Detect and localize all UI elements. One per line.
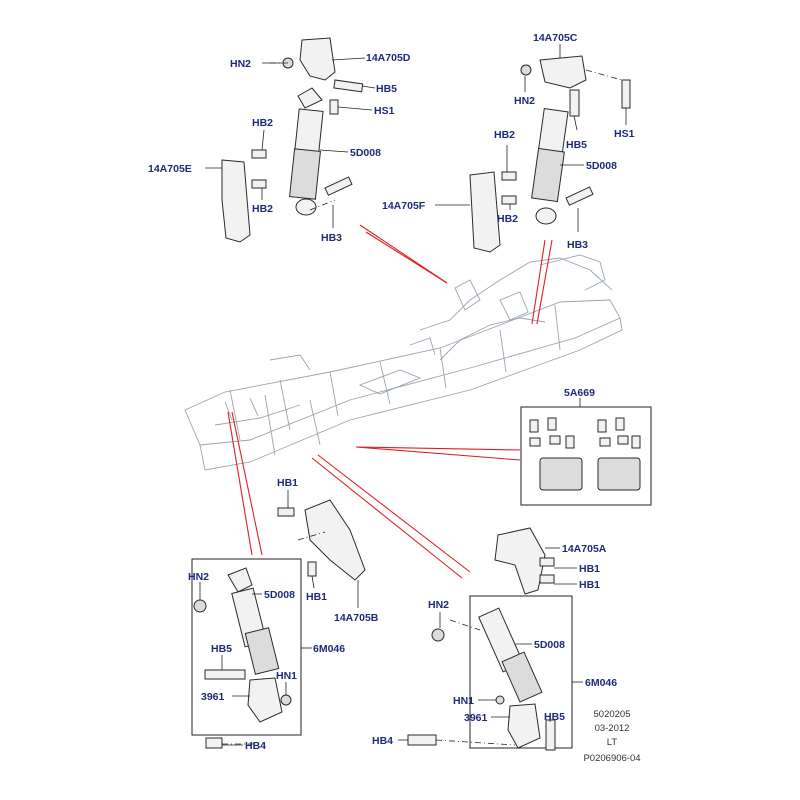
label-hb2: HB2 xyxy=(252,203,273,215)
label-14a705c: 14A705C xyxy=(533,32,578,44)
bolt-hb3 xyxy=(324,176,353,196)
bracket-14a705a xyxy=(494,527,546,595)
screw-hs1 xyxy=(329,99,339,115)
nut-hn2 xyxy=(431,628,445,642)
label-6m046: 6M046 xyxy=(585,677,617,689)
label-hn2: HN2 xyxy=(230,58,251,70)
top-right-shock-assembly xyxy=(469,55,631,253)
label-14a705f: 14A705F xyxy=(382,200,426,212)
screw-hs1 xyxy=(621,79,631,109)
label-hb4: HB4 xyxy=(372,735,393,747)
bolt-hb1-a xyxy=(277,507,295,517)
drawing-meta: 5020205 03-2012 LT P0206906-04 xyxy=(583,709,640,764)
bolt-hb5 xyxy=(204,669,246,680)
callout-lines xyxy=(227,224,553,579)
chassis-frame xyxy=(184,254,623,471)
bracket-14a705f xyxy=(469,171,501,253)
bolt-hb2-b xyxy=(251,179,267,189)
label-3961: 3961 xyxy=(201,691,225,703)
bracket-14a705d xyxy=(299,37,336,81)
label-14a705b: 14A705B xyxy=(334,612,379,624)
label-hn2: HN2 xyxy=(514,95,535,107)
part-labels: HN2 14A705D HB5 HS1 HB2 14A705E 5D008 HB… xyxy=(148,32,635,752)
label-5d008: 5D008 xyxy=(264,589,295,601)
bracket-14a705b xyxy=(304,499,366,581)
bracket-14a705c xyxy=(539,55,587,89)
label-hs1: HS1 xyxy=(374,105,395,117)
label-hb5: HB5 xyxy=(544,711,565,723)
label-3961: 3961 xyxy=(464,712,488,724)
label-hb5: HB5 xyxy=(376,83,397,95)
bolt-hb5 xyxy=(569,89,580,117)
mid-bracket-assembly xyxy=(277,499,366,581)
bolt-hb2-a xyxy=(501,171,517,181)
nut-hn1 xyxy=(495,695,505,705)
label-hb2: HB2 xyxy=(494,129,515,141)
label-5d008: 5D008 xyxy=(534,639,565,651)
bracket-3961 xyxy=(247,677,283,723)
bottom-left-shock-assembly xyxy=(191,558,302,749)
bolt-hb5 xyxy=(333,79,364,93)
bolt-hb1-b xyxy=(307,561,317,577)
bolt-hb1-a xyxy=(539,557,555,567)
label-hn1: HN1 xyxy=(276,670,297,682)
label-6m046: 6M046 xyxy=(313,643,345,655)
nut-hn1 xyxy=(280,694,292,706)
bolt-hb1-b xyxy=(539,574,555,584)
drawing-code: 5020205 xyxy=(594,709,631,720)
label-hb5: HB5 xyxy=(211,643,232,655)
label-hb4: HB4 xyxy=(245,740,266,752)
label-14a705d: 14A705D xyxy=(366,52,411,64)
label-hb2: HB2 xyxy=(497,213,518,225)
label-5a669: 5A669 xyxy=(564,387,595,399)
label-hb1: HB1 xyxy=(277,477,298,489)
bolt-hb3 xyxy=(565,186,594,206)
label-14a705a: 14A705A xyxy=(562,543,607,555)
bolt-hb2-a xyxy=(251,149,267,159)
bolt-hb4 xyxy=(205,737,223,749)
drawing-date: 03-2012 xyxy=(595,723,630,734)
bolt-hb4 xyxy=(407,734,437,746)
bracket-3961 xyxy=(507,703,541,749)
nut-hn2 xyxy=(193,599,207,613)
label-hn2: HN2 xyxy=(188,571,209,583)
leader-lines xyxy=(199,44,627,746)
bracket-14a705e xyxy=(221,159,251,243)
label-hn1: HN1 xyxy=(453,695,474,707)
label-hb1: HB1 xyxy=(579,563,600,575)
bottom-right-shock-assembly xyxy=(407,527,573,751)
nut-hn2 xyxy=(520,64,532,76)
label-5d008: 5D008 xyxy=(586,160,617,172)
label-hb1: HB1 xyxy=(306,591,327,603)
label-hb5: HB5 xyxy=(566,139,587,151)
label-14a705e: 14A705E xyxy=(148,163,192,175)
bump-stop-right xyxy=(597,457,641,491)
label-5d008: 5D008 xyxy=(350,147,381,159)
label-hb2: HB2 xyxy=(252,117,273,129)
label-hn2: HN2 xyxy=(428,599,449,611)
label-hb3: HB3 xyxy=(321,232,342,244)
label-hb3: HB3 xyxy=(567,239,588,251)
bolt-hb2-b xyxy=(501,195,517,205)
top-left-shock-assembly xyxy=(221,37,364,243)
label-hb1: HB1 xyxy=(579,579,600,591)
bump-stop-left xyxy=(539,457,583,491)
drawing-side: LT xyxy=(607,737,618,748)
drawing-reference: P0206906-04 xyxy=(583,753,640,764)
bump-stop-kit-box xyxy=(520,406,652,506)
label-hs1: HS1 xyxy=(614,128,635,140)
bolt-hb5 xyxy=(545,719,556,751)
